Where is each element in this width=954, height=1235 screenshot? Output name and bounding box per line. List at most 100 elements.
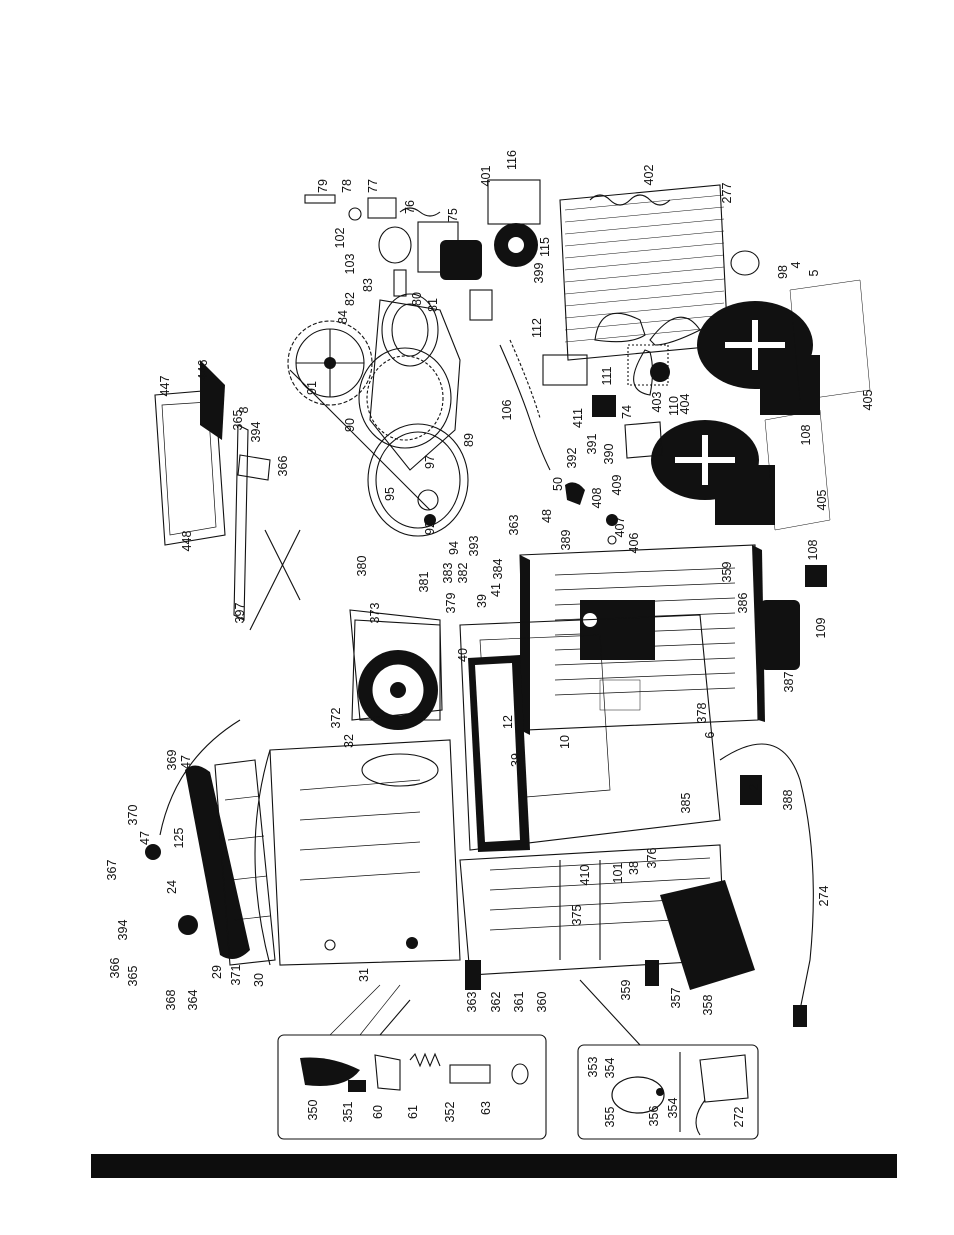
callout-label: 78 (340, 179, 354, 193)
inset-bin-thermostat (577, 979, 759, 1140)
callout-label: 61 (406, 1105, 420, 1119)
callout-label: 75 (446, 208, 460, 222)
callout-label: 90 (343, 418, 357, 432)
callout-label: 84 (336, 310, 350, 324)
callout-label: 397 (233, 603, 247, 624)
front-louver-panel (519, 544, 765, 735)
condenser-fan (594, 312, 701, 396)
callout-label: 39 (475, 594, 489, 608)
callout-label: 363 (465, 992, 479, 1013)
callout-label: 108 (806, 540, 820, 561)
callout-label: 406 (627, 533, 641, 554)
callout-label: 403 (650, 392, 664, 413)
callout-label: 350 (306, 1100, 320, 1121)
callout-label: 115 (538, 237, 552, 257)
callout-label: 391 (585, 434, 599, 455)
callout-label: 47 (179, 755, 193, 769)
auger-drive-assembly (304, 179, 541, 321)
callout-label: 381 (417, 572, 431, 593)
callout-label: 364 (186, 990, 200, 1011)
callout-label: 409 (610, 475, 624, 496)
start-capacitor (760, 565, 827, 670)
bin-door (145, 719, 276, 966)
callout-label: 368 (164, 990, 178, 1011)
callout-label: 4 (789, 261, 803, 268)
callout-label: 399 (532, 263, 546, 284)
callout-label: 378 (695, 703, 709, 724)
callout-label: 362 (489, 992, 503, 1013)
callout-label: 30 (252, 973, 266, 987)
callout-label: 367 (105, 860, 119, 881)
callout-label: 386 (736, 593, 750, 614)
callout-label: 392 (565, 448, 579, 469)
callout-label: 394 (249, 422, 263, 443)
callout-label: 101 (611, 863, 625, 884)
callout-label: 40 (456, 648, 470, 662)
callout-label: 382 (456, 563, 470, 584)
callout-label: 359 (619, 980, 633, 1001)
callout-label: 92 (423, 521, 437, 535)
callout-label: 274 (817, 886, 831, 907)
callout-label: 373 (368, 603, 382, 624)
callout-label: 387 (782, 672, 796, 693)
callout-label: 48 (540, 509, 554, 523)
callout-label: 352 (443, 1102, 457, 1123)
callout-label: 410 (578, 865, 592, 886)
callout-label: 393 (467, 536, 481, 557)
callout-label: 6 (703, 731, 717, 738)
control-box (660, 880, 755, 990)
callout-label: 365 (126, 966, 140, 987)
callout-label: 390 (602, 444, 616, 465)
callout-label: 365 (231, 410, 245, 431)
callout-label: 359 (720, 562, 734, 583)
callout-label: 376 (645, 848, 659, 869)
callout-label: 98 (776, 265, 790, 279)
callout-label: 361 (512, 992, 526, 1013)
callout-label: 95 (383, 487, 397, 501)
power-cord (719, 743, 814, 1027)
callout-label: 384 (491, 559, 505, 580)
callout-label: 83 (361, 278, 375, 292)
callout-label: 94 (447, 541, 461, 555)
callout-label: 2 (747, 783, 761, 790)
footer-bar (91, 1154, 897, 1178)
callout-label: 447 (158, 376, 172, 397)
callout-label: 389 (559, 530, 573, 551)
electrical-components (499, 339, 663, 545)
gear-and-drum (287, 293, 469, 537)
callout-label: 366 (108, 958, 122, 979)
callout-label: 401 (479, 166, 493, 187)
callout-label: 63 (479, 1101, 493, 1115)
callout-label: 411 (571, 408, 585, 428)
callout-label: 91 (305, 381, 319, 395)
callout-label: 353 (586, 1057, 600, 1078)
callout-label: 24 (165, 880, 179, 894)
callout-label: 89 (462, 433, 476, 447)
callout-label: 76 (403, 200, 417, 214)
callout-label: 369 (165, 750, 179, 771)
callout-label: 405 (815, 490, 829, 511)
callout-label: 379 (444, 593, 458, 614)
callout-label: 29 (210, 965, 224, 979)
callout-label: 108 (799, 425, 813, 446)
callout-label: 404 (678, 394, 692, 415)
callout-label: 31 (357, 968, 371, 982)
callout-label: 354 (666, 1098, 680, 1119)
evaporator-housing (254, 609, 461, 966)
callout-label: 371 (229, 965, 243, 986)
callout-label: 39 (509, 753, 523, 767)
callout-label: 385 (679, 793, 693, 814)
callout-label: 358 (701, 995, 715, 1016)
callout-label: 41 (489, 583, 503, 597)
callout-label: 125 (172, 828, 186, 849)
callout-label: 383 (441, 563, 455, 584)
callout-label: 446 (196, 360, 210, 381)
callout-label: 109 (814, 618, 828, 639)
callout-label: 375 (570, 905, 584, 926)
callout-label: 394 (116, 920, 130, 941)
callout-label: 408 (590, 488, 604, 509)
callout-label: 81 (426, 298, 440, 312)
callout-label: 360 (535, 992, 549, 1013)
leader-lines (329, 984, 401, 1036)
callout-label: 366 (276, 456, 290, 477)
